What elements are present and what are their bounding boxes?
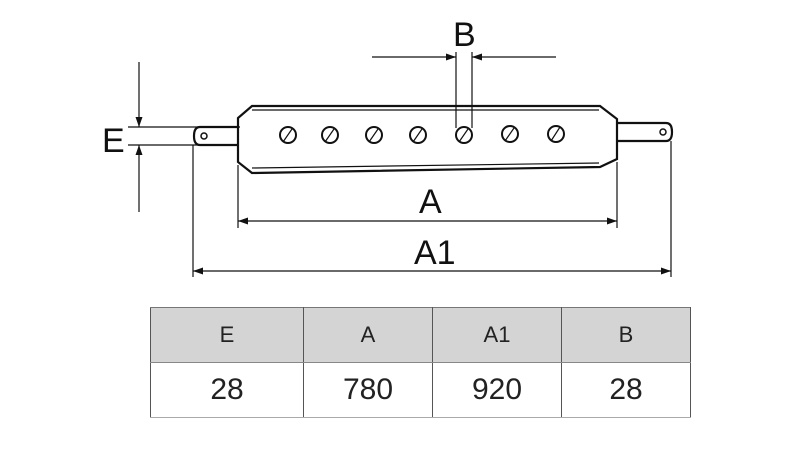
- table-header-row: E A A1 B: [150, 307, 691, 363]
- bar-hole: [455, 126, 473, 144]
- dimension-b: [372, 52, 556, 128]
- bar-holes: [279, 125, 565, 144]
- right-pin: [615, 121, 674, 143]
- dimension-a-label: A: [419, 183, 442, 221]
- drawbar-technical-drawing: E B A A1: [102, 16, 674, 277]
- bar-hole: [501, 125, 519, 143]
- value-e: 28: [150, 362, 304, 418]
- right-pin-hole: [659, 128, 667, 136]
- header-a: A: [303, 307, 433, 363]
- main-bar: [236, 104, 619, 175]
- dimensions-table: E A A1 B 28 780 920 28: [150, 307, 691, 418]
- value-b: 28: [561, 362, 691, 418]
- dimension-e-label: E: [102, 122, 125, 160]
- left-pin-hole: [200, 132, 208, 140]
- bar-hole: [409, 126, 427, 144]
- value-a1: 920: [432, 362, 562, 418]
- header-e: E: [150, 307, 304, 363]
- bar-hole: [279, 126, 297, 144]
- bar-hole: [547, 125, 565, 143]
- header-b: B: [561, 307, 691, 363]
- header-a1: A1: [432, 307, 562, 363]
- dimension-b-label: B: [453, 16, 476, 54]
- value-a: 780: [303, 362, 433, 418]
- bar-hole: [321, 126, 339, 144]
- dimension-e: [128, 62, 240, 212]
- dimension-a: [237, 162, 618, 228]
- dimension-a1: [192, 141, 672, 277]
- bar-bottom-edge: [251, 162, 600, 169]
- dimension-a1-label: A1: [414, 234, 456, 272]
- drawbar-part: [192, 104, 674, 175]
- table-row: 28 780 920 28: [150, 362, 691, 418]
- bar-hole: [365, 126, 383, 144]
